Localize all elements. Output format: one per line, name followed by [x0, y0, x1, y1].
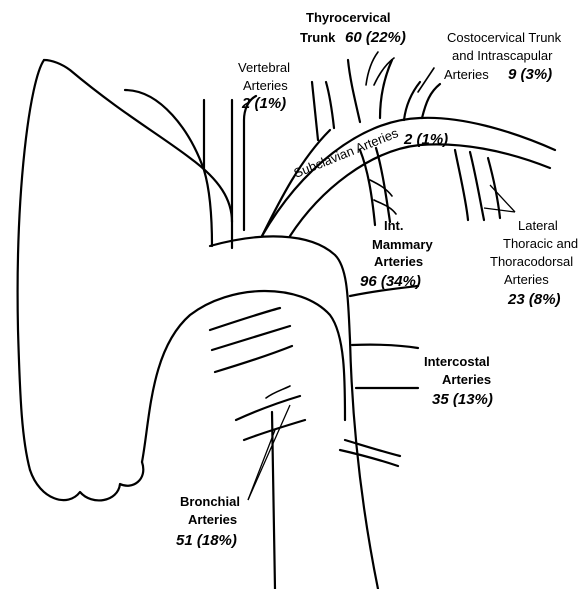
bronchial-arteries [210, 308, 305, 440]
pointer-lines [248, 185, 515, 500]
int-mammary-count: 96 (34%) [360, 273, 421, 290]
label-costocervical: Costocervical Trunk and Intrascapular Ar… [444, 30, 562, 83]
lateral-line1: Lateral [518, 218, 558, 233]
intercostal-count: 35 (13%) [432, 391, 493, 408]
lateral-count: 23 (8%) [507, 291, 561, 308]
costocervical-count: 9 (3%) [508, 66, 552, 83]
label-subclavian: Subclavian Arteries 2 (1%) [292, 125, 449, 181]
label-intercostal: Intercostal Arteries 35 (13%) [424, 354, 493, 408]
lateral-line3: Thoracodorsal [490, 254, 573, 269]
costocervical-line2: and Intrascapular [452, 48, 553, 63]
int-mammary-line2: Mammary [372, 237, 433, 252]
thyrocervical-count: 60 (22%) [345, 29, 406, 46]
thyrocervical-branches [348, 52, 394, 122]
costocervical-line3: Arteries [444, 67, 489, 82]
aorta-outline [18, 60, 378, 589]
label-vertebral: Vertebral Arteries 2 (1%) [238, 60, 290, 112]
costocervical-line1: Costocervical Trunk [447, 30, 562, 45]
int-mammary-branch [360, 148, 396, 225]
thyrocervical-line2: Trunk [300, 30, 336, 45]
vertebral-count: 2 (1%) [241, 95, 286, 112]
label-lateral-thoracic: Lateral Thoracic and Thoracodorsal Arter… [490, 218, 578, 308]
label-thyrocervical: Thyrocervical Trunk 60 (22%) [300, 10, 406, 46]
lateral-line4: Arteries [504, 272, 549, 287]
bronchial-line2: Arteries [188, 512, 237, 527]
intercostal-line1: Intercostal [424, 354, 490, 369]
subclavian-text: Subclavian Arteries [292, 125, 401, 181]
intercostal-line2: Arteries [442, 372, 491, 387]
int-mammary-line3: Arteries [374, 254, 423, 269]
subclavian-count: 2 (1%) [403, 131, 448, 148]
bronchial-line1: Bronchial [180, 494, 240, 509]
bronchial-count: 51 (18%) [176, 532, 237, 549]
label-int-mammary: Int. Mammary Arteries 96 (34%) [360, 218, 433, 290]
costocervical-branches [404, 68, 440, 120]
int-mammary-line1: Int. [384, 218, 404, 233]
vertebral-line1: Vertebral [238, 60, 290, 75]
vertebral-branch [312, 82, 334, 140]
label-bronchial: Bronchial Arteries 51 (18%) [176, 494, 240, 549]
lateral-line2: Thoracic and [503, 236, 578, 251]
thyrocervical-line1: Thyrocervical [306, 10, 391, 25]
vertebral-line2: Arteries [243, 78, 288, 93]
